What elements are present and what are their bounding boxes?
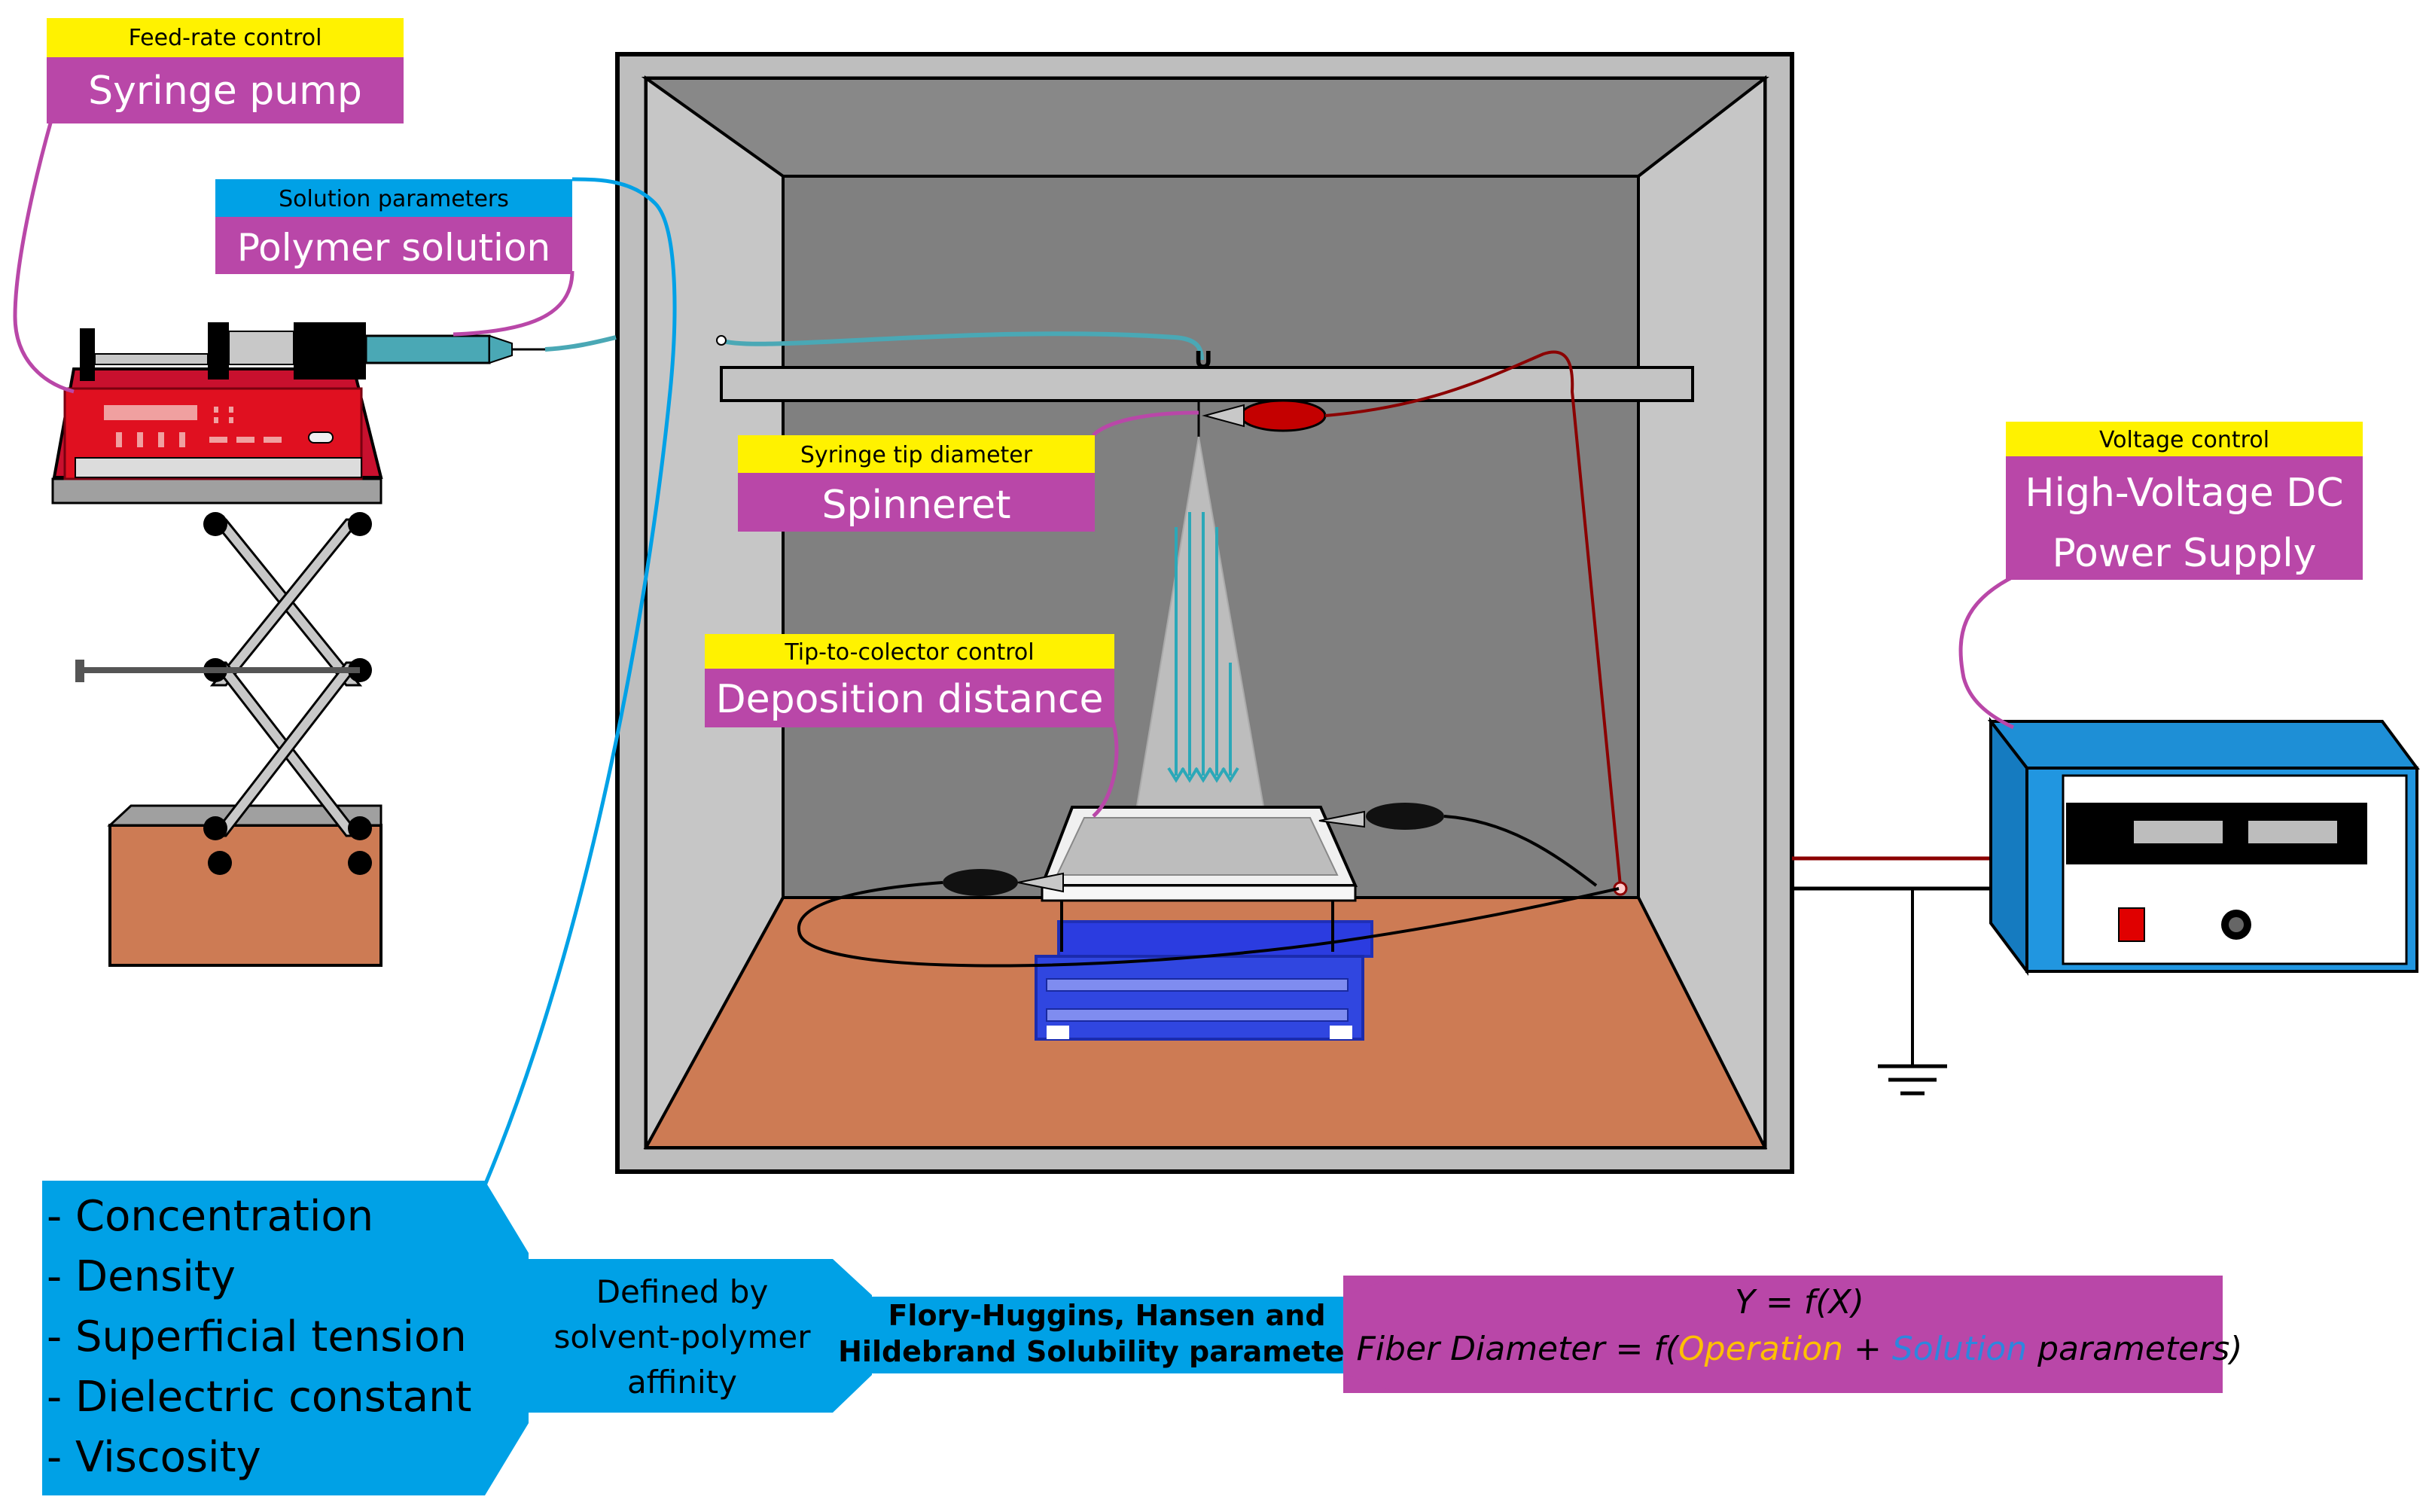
- defined-by-3: affinity: [627, 1364, 737, 1401]
- power-supply-sub: Voltage control: [2099, 427, 2269, 453]
- defined-by-box: [529, 1259, 872, 1413]
- equation-line2: Fiber Diameter = f(Operation + Solution …: [1357, 1330, 2243, 1368]
- param-density: - Density: [47, 1252, 236, 1301]
- syringe-pump-label: Feed-rate control Syringe pump: [47, 18, 404, 123]
- param-superficial-tension: - Superficial tension: [47, 1312, 467, 1361]
- spinneret-sub: Syringe tip diameter: [800, 442, 1033, 468]
- equation-suffix: parameters): [2027, 1330, 2242, 1368]
- equation-line1: Y = f(X): [1735, 1283, 1864, 1321]
- solubility-1: Flory-Huggins, Hansen and: [888, 1299, 1325, 1332]
- equation-box: [1343, 1276, 2223, 1393]
- svg-text:U: U: [1194, 347, 1212, 373]
- equation-plus: +: [1843, 1330, 1892, 1368]
- polymer-solution-sub: Solution parameters: [279, 186, 509, 212]
- power-switch-icon: [2118, 907, 2145, 942]
- solution-params-list: - Concentration - Density - Superficial …: [47, 1192, 472, 1482]
- solution-params-box: [42, 1181, 529, 1495]
- spinneret-label: Syringe tip diameter Spinneret: [738, 435, 1095, 532]
- param-concentration: - Concentration: [47, 1192, 373, 1241]
- syringe-pump-main: Syringe pump: [88, 69, 362, 114]
- polymer-solution-label: Solution parameters Polymer solution: [215, 179, 572, 274]
- power-supply: [1987, 717, 2420, 976]
- syringe-pump-sub: Feed-rate control: [129, 25, 322, 51]
- solubility-2: Hildebrand Solubility parameters: [838, 1335, 1376, 1368]
- deposition-sub: Tip-to-colector control: [784, 639, 1034, 666]
- equation-operation: Operation: [1678, 1330, 1843, 1368]
- solution-tube: [720, 331, 1204, 361]
- equation-solution: Solution: [1892, 1330, 2027, 1368]
- equation-prefix: Fiber Diameter = f(: [1357, 1330, 1680, 1368]
- spinneret-bar: [720, 366, 1694, 402]
- power-supply-label: Voltage control High-Voltage DC Power Su…: [2006, 422, 2363, 580]
- spinneret-main: Spinneret: [822, 483, 1011, 528]
- syringe: [364, 334, 491, 364]
- param-viscosity: - Viscosity: [47, 1433, 261, 1482]
- deposition-label: Tip-to-colector control Deposition dista…: [705, 634, 1114, 727]
- collector: [1035, 806, 1373, 1041]
- param-dielectric-constant: - Dielectric constant: [47, 1373, 472, 1422]
- power-supply-main-1: High-Voltage DC: [2025, 471, 2343, 516]
- wires: [797, 350, 1995, 1096]
- syringe-pump: [51, 322, 617, 967]
- polymer-solution-main: Polymer solution: [237, 226, 550, 270]
- deposition-main: Deposition distance: [716, 677, 1104, 722]
- defined-by-2: solvent-polymer: [553, 1318, 811, 1355]
- jet-arrows: [1167, 512, 1239, 783]
- power-supply-main-2: Power Supply: [2053, 531, 2317, 576]
- solubility-box: [872, 1297, 1343, 1373]
- defined-by-1: Defined by: [596, 1273, 769, 1310]
